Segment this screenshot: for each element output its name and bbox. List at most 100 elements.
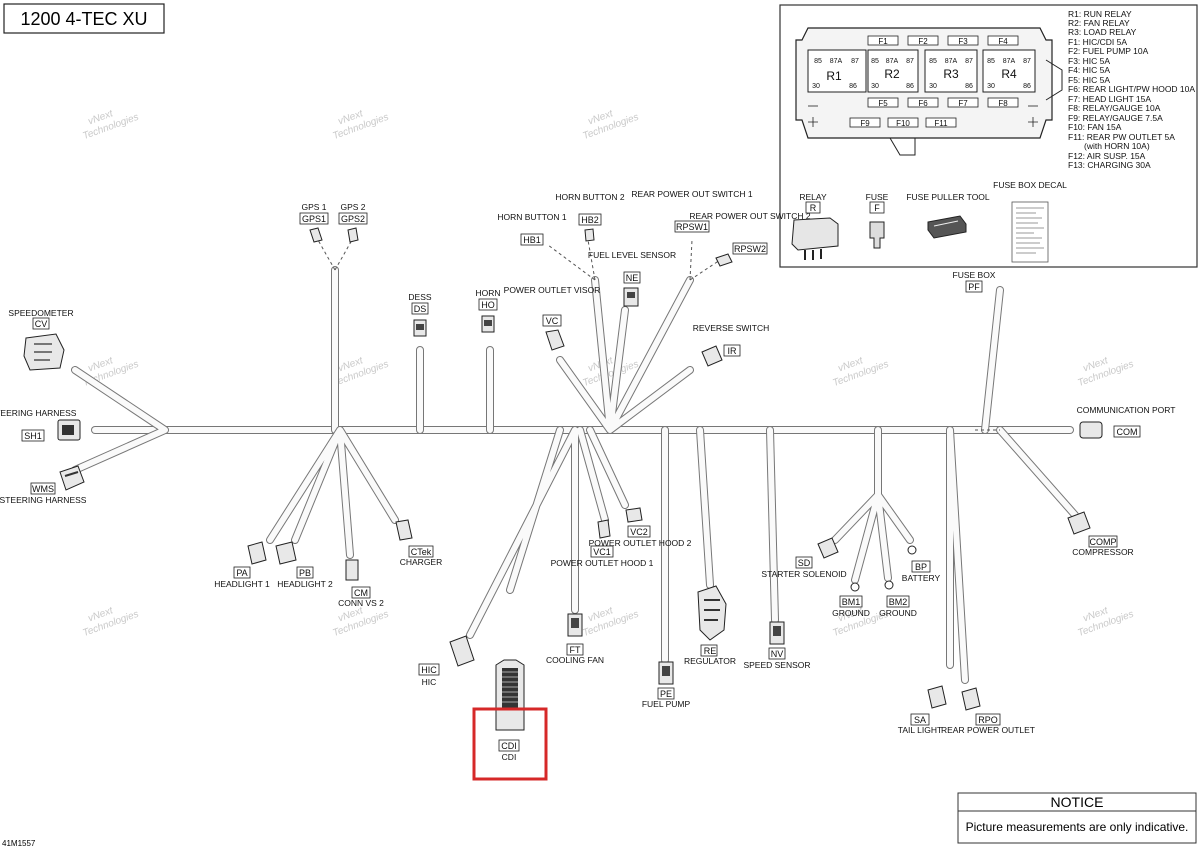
svg-text:DS: DS (414, 304, 427, 314)
svg-text:GPS2: GPS2 (341, 214, 365, 224)
svg-text:COMP: COMP (1090, 537, 1117, 547)
svg-text:87A: 87A (945, 58, 958, 65)
svg-text:REAR POWER OUT SWITCH 1: REAR POWER OUT SWITCH 1 (631, 189, 752, 199)
connector-charger: CTek CHARGER (395, 519, 442, 567)
svg-text:PE: PE (660, 689, 672, 699)
svg-text:SA: SA (914, 715, 926, 725)
svg-text:R: R (810, 203, 817, 213)
svg-text:HO: HO (481, 300, 495, 310)
legend-line: F5: HIC 5A (1068, 75, 1110, 85)
connector-gps2: GPS 2 GPS2 (338, 202, 368, 243)
svg-text:POWER OUTLET HOOD 1: POWER OUTLET HOOD 1 (551, 558, 654, 568)
svg-text:HEADLIGHT 2: HEADLIGHT 2 (277, 579, 333, 589)
svg-text:BM1: BM1 (842, 597, 861, 607)
svg-text:STEERING HARNESS: STEERING HARNESS (0, 495, 87, 505)
fuse-label: F6 (918, 99, 928, 108)
fuse-label: F5 (878, 99, 888, 108)
svg-text:DESS: DESS (408, 292, 431, 302)
notice-text: Picture measurements are only indicative… (966, 820, 1189, 834)
svg-text:BATTERY: BATTERY (902, 573, 941, 583)
svg-text:NV: NV (771, 649, 784, 659)
svg-text:COMMUNICATION PORT: COMMUNICATION PORT (1077, 405, 1176, 415)
part-relay: RELAY R (791, 192, 839, 260)
svg-text:85: 85 (929, 58, 937, 65)
fuse-row-bottom: F9 F10 F11 (849, 117, 957, 128)
relay-r1: 85 87A 87 R1 30 86 (807, 49, 867, 93)
svg-text:IR: IR (728, 346, 738, 356)
svg-text:86: 86 (849, 83, 857, 90)
svg-text:POWER OUTLET VISOR: POWER OUTLET VISOR (504, 285, 601, 295)
svg-text:CDI: CDI (502, 752, 517, 762)
connector-speedometer: SPEEDOMETER CV (8, 308, 74, 371)
connector-battery: BP BATTERY (902, 545, 941, 583)
connector-compressor: COMP COMPRESSOR (1067, 511, 1134, 557)
notice-heading: NOTICE (1051, 794, 1104, 810)
legend-line: F11: REAR PW OUTLET 5A (1068, 132, 1175, 142)
fuse-label: F2 (918, 37, 928, 46)
svg-text:RELAY: RELAY (799, 192, 827, 202)
svg-text:WMS: WMS (32, 484, 54, 494)
connector-tail-light: SA TAIL LIGHT (898, 685, 947, 735)
relay-name: R3 (943, 67, 959, 81)
part-fuse-puller: FUSE PULLER TOOL (906, 192, 990, 239)
page-title: 1200 4-TEC XU (20, 9, 147, 29)
svg-text:87A: 87A (830, 58, 843, 65)
legend-line: F1: HIC/CDI 5A (1068, 37, 1127, 47)
svg-text:COMPRESSOR: COMPRESSOR (1072, 547, 1133, 557)
part-number: 41M1557 (2, 839, 36, 848)
svg-text:30: 30 (929, 83, 937, 90)
svg-text:VC1: VC1 (593, 547, 611, 557)
connector-cooling-fan: FT COOLING FAN (546, 613, 604, 665)
svg-text:RPSW1: RPSW1 (676, 222, 708, 232)
svg-text:86: 86 (1023, 83, 1031, 90)
svg-text:COM: COM (1117, 427, 1138, 437)
legend-line: F12: AIR SUSP. 15A (1068, 151, 1146, 161)
connector-power-outlet-hood-1: VC1 POWER OUTLET HOOD 1 (551, 519, 654, 568)
legend-line: R2: FAN RELAY (1068, 18, 1130, 28)
relay-name: R2 (884, 67, 900, 81)
svg-text:TAIL LIGHT: TAIL LIGHT (898, 725, 942, 735)
relay-r4: 85 87A 87 R4 30 86 (982, 49, 1036, 93)
svg-text:CM: CM (354, 588, 368, 598)
fuse-row-mid: F5 F6 F7 F8 (867, 97, 1019, 108)
svg-text:HIC: HIC (421, 665, 437, 675)
fuse-label: F8 (998, 99, 1008, 108)
legend-line: F13: CHARGING 30A (1068, 160, 1151, 170)
svg-text:POWER OUTLET HOOD 2: POWER OUTLET HOOD 2 (589, 538, 692, 548)
svg-text:SH1: SH1 (24, 431, 42, 441)
connector-hic: HIC HIC (418, 635, 475, 687)
svg-text:REAR POWER OUTLET: REAR POWER OUTLET (941, 725, 1035, 735)
svg-text:HIC: HIC (422, 677, 437, 687)
connector-fuse-box: FUSE BOX PF (953, 270, 996, 293)
svg-text:HORN BUTTON 1: HORN BUTTON 1 (497, 212, 567, 222)
connector-reverse-switch: REVERSE SWITCH IR (693, 323, 769, 367)
connector-cm: CM CONN VS 2 (338, 559, 384, 608)
svg-text:FT: FT (570, 645, 581, 655)
svg-text:VC2: VC2 (630, 527, 648, 537)
svg-text:VC: VC (546, 316, 559, 326)
fuse-puller-label: FUSE PULLER TOOL (906, 192, 990, 202)
legend-line: F10: FAN 15A (1068, 122, 1122, 132)
relay-r3: 85 87A 87 R3 30 86 (924, 49, 978, 93)
legend-line: F2: FUEL PUMP 10A (1068, 46, 1149, 56)
fuse-label: F11 (934, 119, 948, 128)
connector-power-outlet-visor: POWER OUTLET VISOR VC (504, 285, 601, 351)
svg-text:F: F (874, 203, 880, 213)
svg-text:GROUND: GROUND (879, 608, 917, 618)
connector-horn: HORN HO (475, 288, 501, 333)
svg-text:FUSE BOX: FUSE BOX (953, 270, 996, 280)
svg-text:PA: PA (236, 568, 247, 578)
legend-line: F7: HEAD LIGHT 15A (1068, 94, 1151, 104)
svg-text:RPO: RPO (978, 715, 998, 725)
fuse-label: F9 (860, 119, 870, 128)
connector-rear-power-out-switch-1: REAR POWER OUT SWITCH 1 RPSW1 (631, 189, 753, 233)
fuse-label: F1 (878, 37, 888, 46)
connector-starter-solenoid: SD STARTER SOLENOID (761, 537, 847, 579)
svg-text:NE: NE (626, 273, 639, 283)
connector-horn-button-1: HORN BUTTON 1 HB1 (497, 212, 567, 246)
svg-text:GPS 2: GPS 2 (340, 202, 365, 212)
svg-text:HORN: HORN (475, 288, 500, 298)
svg-text:CTek: CTek (411, 547, 432, 557)
relay-name: R1 (826, 69, 842, 83)
